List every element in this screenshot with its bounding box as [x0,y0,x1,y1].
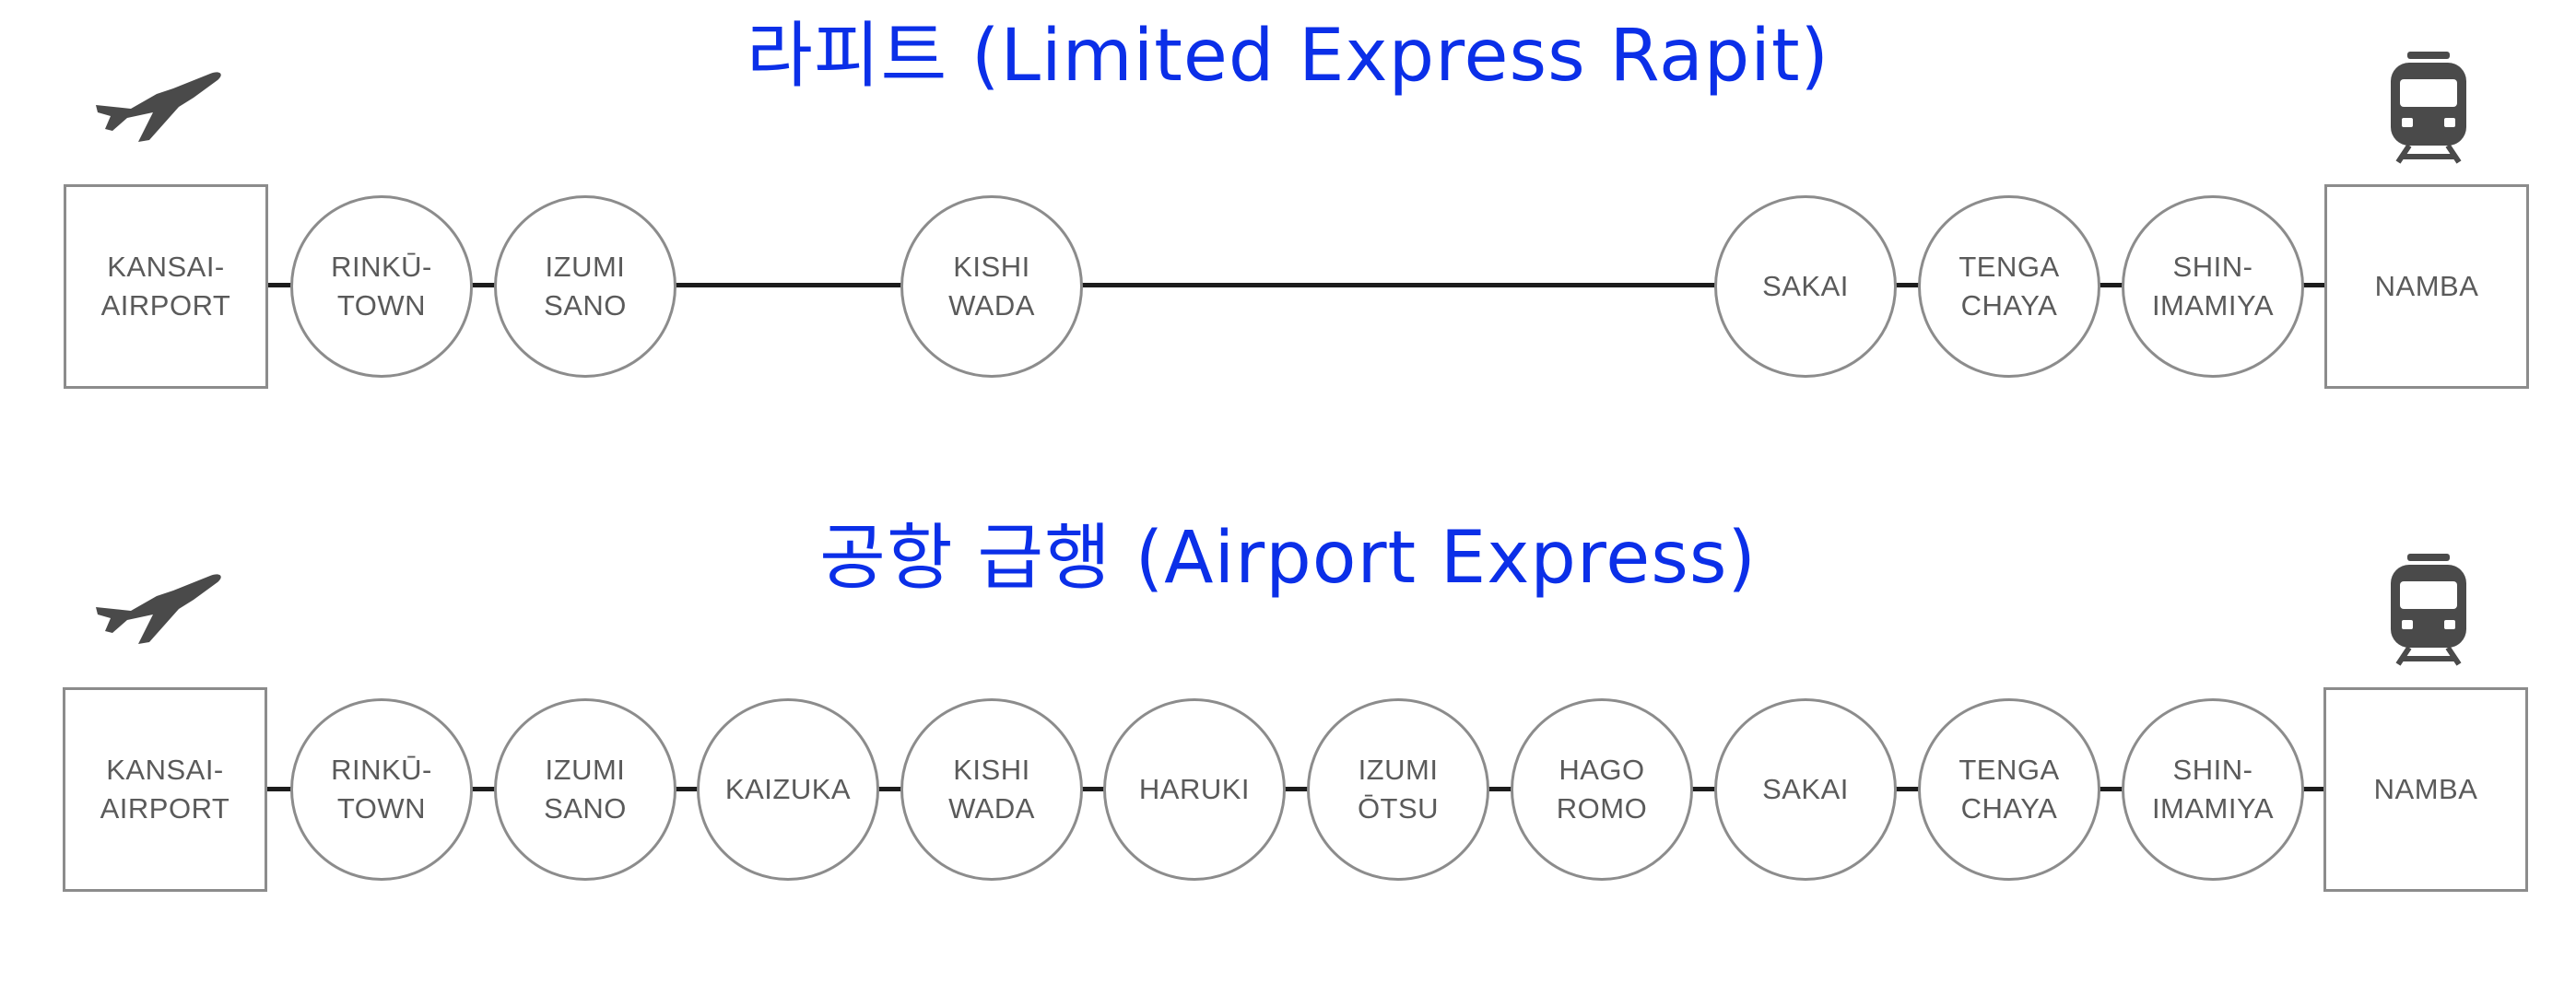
train-icon [2391,554,2466,666]
station-label: NAMBA [2374,270,2479,302]
station-tengachaya: TENGA CHAYA [1918,698,2100,881]
station-label: NAMBA [2373,773,2478,805]
station-kaizuka: KAIZUKA [697,698,879,881]
station-shin-imamiya: SHIN- IMAMIYA [2122,698,2304,881]
station-label: IZUMI ŌTSU [1357,754,1440,825]
station-label: TENGA CHAYA [1958,754,2060,825]
station-hagoromo: HAGO ROMO [1511,698,1693,881]
station-izumi-sano: IZUMI SANO [494,195,676,378]
station-label: TENGA CHAYA [1958,251,2060,322]
route-limited-express-rapit: 라피트 (Limited Express Rapit) KANSAI- AIRP… [0,0,2576,461]
station-namba: NAMBA [2324,184,2529,389]
route-title: 공항 급행 (Airport Express) [819,517,1757,600]
station-label: SHIN- IMAMIYA [2151,754,2275,825]
track-line [267,283,2332,287]
station-shin-imamiya: SHIN- IMAMIYA [2122,195,2304,378]
station-namba: NAMBA [2323,687,2528,892]
station-kansai-airport: KANSAI- AIRPORT [64,184,268,389]
station-label: SAKAI [1762,773,1849,805]
airplane-icon [96,72,221,142]
station-sakai: SAKAI [1714,195,1897,378]
station-label: KAIZUKA [724,773,852,805]
train-icon [2391,52,2466,164]
station-kishiwada: KISHI WADA [900,195,1083,378]
station-sakai: SAKAI [1714,698,1897,881]
station-izumi-sano: IZUMI SANO [494,698,676,881]
station-label: IZUMI SANO [544,754,627,825]
route-title: 라피트 (Limited Express Rapit) [746,15,1829,98]
track-line [267,787,2332,791]
station-label: KISHI WADA [948,754,1035,825]
station-label: KANSAI- AIRPORT [100,251,231,322]
airplane-icon [96,574,221,644]
station-izumi-otsu: IZUMI ŌTSU [1307,698,1489,881]
station-label: KISHI WADA [948,251,1035,322]
station-label: RINKŪ- TOWN [331,754,432,825]
station-label: KANSAI- AIRPORT [100,754,230,825]
station-label: SAKAI [1762,270,1849,302]
station-kansai-airport: KANSAI- AIRPORT [63,687,267,892]
station-label: HARUKI [1138,773,1251,805]
station-label: HAGO ROMO [1556,754,1648,825]
station-rinku-town: RINKŪ- TOWN [290,195,473,378]
route-airport-express: 공항 급행 (Airport Express) KANSAI- AIRPORT … [0,502,2576,963]
station-label: RINKŪ- TOWN [331,251,432,322]
station-haruki: HARUKI [1103,698,1286,881]
station-kishiwada: KISHI WADA [900,698,1083,881]
station-label: SHIN- IMAMIYA [2151,251,2275,322]
station-label: IZUMI SANO [544,251,627,322]
station-rinku-town: RINKŪ- TOWN [290,698,473,881]
station-tengachaya: TENGA CHAYA [1918,195,2100,378]
